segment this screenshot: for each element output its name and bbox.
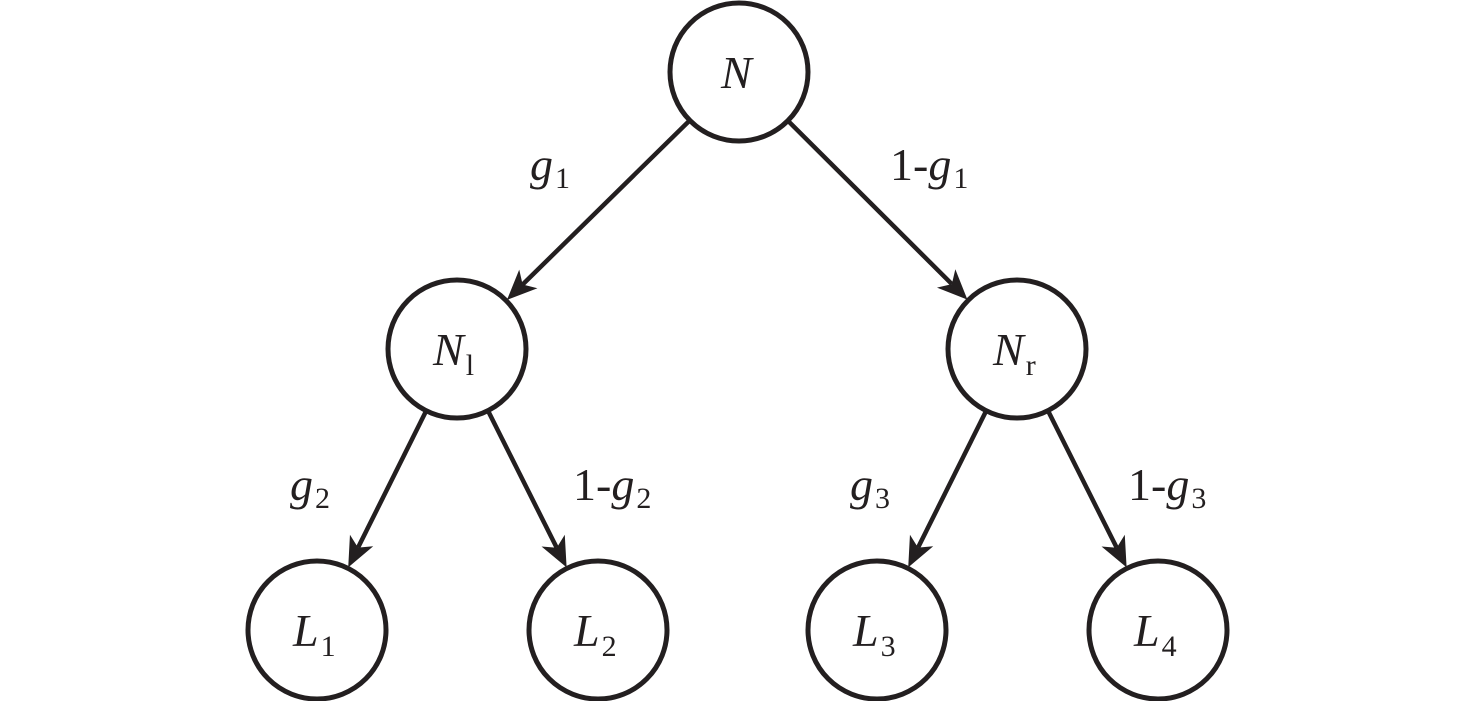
edge-label-subscript: 3 xyxy=(875,482,890,515)
node-label: N xyxy=(720,47,754,98)
edge-label-Nr-L3: g3 xyxy=(850,459,890,515)
edge-label-Nl-L2: 1-g2 xyxy=(573,459,651,515)
edge-label-N-Nl: g1 xyxy=(530,139,570,195)
node-L2: L2 xyxy=(526,558,670,701)
edge-label-variable: g xyxy=(611,459,634,510)
node-Nr: Nr xyxy=(945,277,1089,421)
edge-line xyxy=(1045,409,1119,549)
edge-label-subscript: 3 xyxy=(1191,482,1206,515)
node-L3: L3 xyxy=(805,558,949,701)
edge-N-Nl xyxy=(506,118,692,300)
node-N: N xyxy=(667,0,811,144)
arrowhead-icon xyxy=(506,269,538,300)
node-label-main: L xyxy=(292,605,319,656)
edge-Nl-L2 xyxy=(485,409,567,568)
node-circle xyxy=(805,558,949,701)
arrowhead-icon xyxy=(348,534,374,568)
node-label-main: N xyxy=(992,324,1026,375)
node-circle xyxy=(945,277,1089,421)
edge-label-subscript: 2 xyxy=(636,482,651,515)
edges-layer xyxy=(348,118,1127,568)
edge-line xyxy=(485,409,559,549)
node-label-main: L xyxy=(573,605,600,656)
edge-label-prefix: 1- xyxy=(573,459,611,510)
edge-label-prefix: 1- xyxy=(1128,459,1166,510)
edge-label-N-Nr: 1-g1 xyxy=(890,139,968,195)
edge-line xyxy=(356,409,429,549)
edge-label-prefix: 1- xyxy=(890,139,928,190)
node-label-subscript: 2 xyxy=(602,630,617,663)
edge-label-variable: g xyxy=(530,139,553,190)
node-label: L3 xyxy=(852,605,896,663)
node-label: Nl xyxy=(432,324,474,382)
node-label-main: N xyxy=(720,47,754,98)
node-circle xyxy=(526,558,670,701)
node-circle xyxy=(1086,558,1230,701)
edge-label-subscript: 2 xyxy=(315,482,330,515)
node-label-subscript: l xyxy=(466,349,474,382)
edge-line xyxy=(786,119,954,286)
node-L1: L1 xyxy=(245,558,389,701)
edge-Nr-L3 xyxy=(908,409,989,568)
node-label-subscript: 3 xyxy=(881,630,896,663)
edge-label-Nl-L1: g2 xyxy=(290,459,330,515)
edge-label-subscript: 1 xyxy=(953,162,968,195)
node-label-subscript: r xyxy=(1026,349,1036,382)
edge-line xyxy=(916,409,989,549)
edge-Nr-L4 xyxy=(1045,409,1127,568)
node-label: L4 xyxy=(1133,605,1177,663)
node-label-main: N xyxy=(432,324,466,375)
node-circle xyxy=(245,558,389,701)
node-label: L1 xyxy=(292,605,336,663)
edge-label-variable: g xyxy=(850,459,873,510)
edge-N-Nr xyxy=(786,119,968,300)
node-Nl: Nl xyxy=(385,277,529,421)
arrowhead-icon xyxy=(908,534,934,568)
edge-line xyxy=(521,118,692,287)
arrowhead-icon xyxy=(1101,534,1127,568)
node-circle xyxy=(385,277,529,421)
node-label: Nr xyxy=(992,324,1036,382)
node-label: L2 xyxy=(573,605,617,663)
edge-label-variable: g xyxy=(290,459,313,510)
edge-label-Nr-L4: 1-g3 xyxy=(1128,459,1206,515)
node-label-subscript: 1 xyxy=(321,630,336,663)
node-label-subscript: 4 xyxy=(1162,630,1177,663)
node-L4: L4 xyxy=(1086,558,1230,701)
node-label-main: L xyxy=(852,605,879,656)
node-label-main: L xyxy=(1133,605,1160,656)
edge-label-variable: g xyxy=(928,139,951,190)
edge-Nl-L1 xyxy=(348,409,429,568)
arrowhead-icon xyxy=(541,534,567,568)
edge-label-variable: g xyxy=(1166,459,1189,510)
edge-label-subscript: 1 xyxy=(555,162,570,195)
arrowhead-icon xyxy=(936,269,968,300)
node-circle xyxy=(667,0,811,144)
